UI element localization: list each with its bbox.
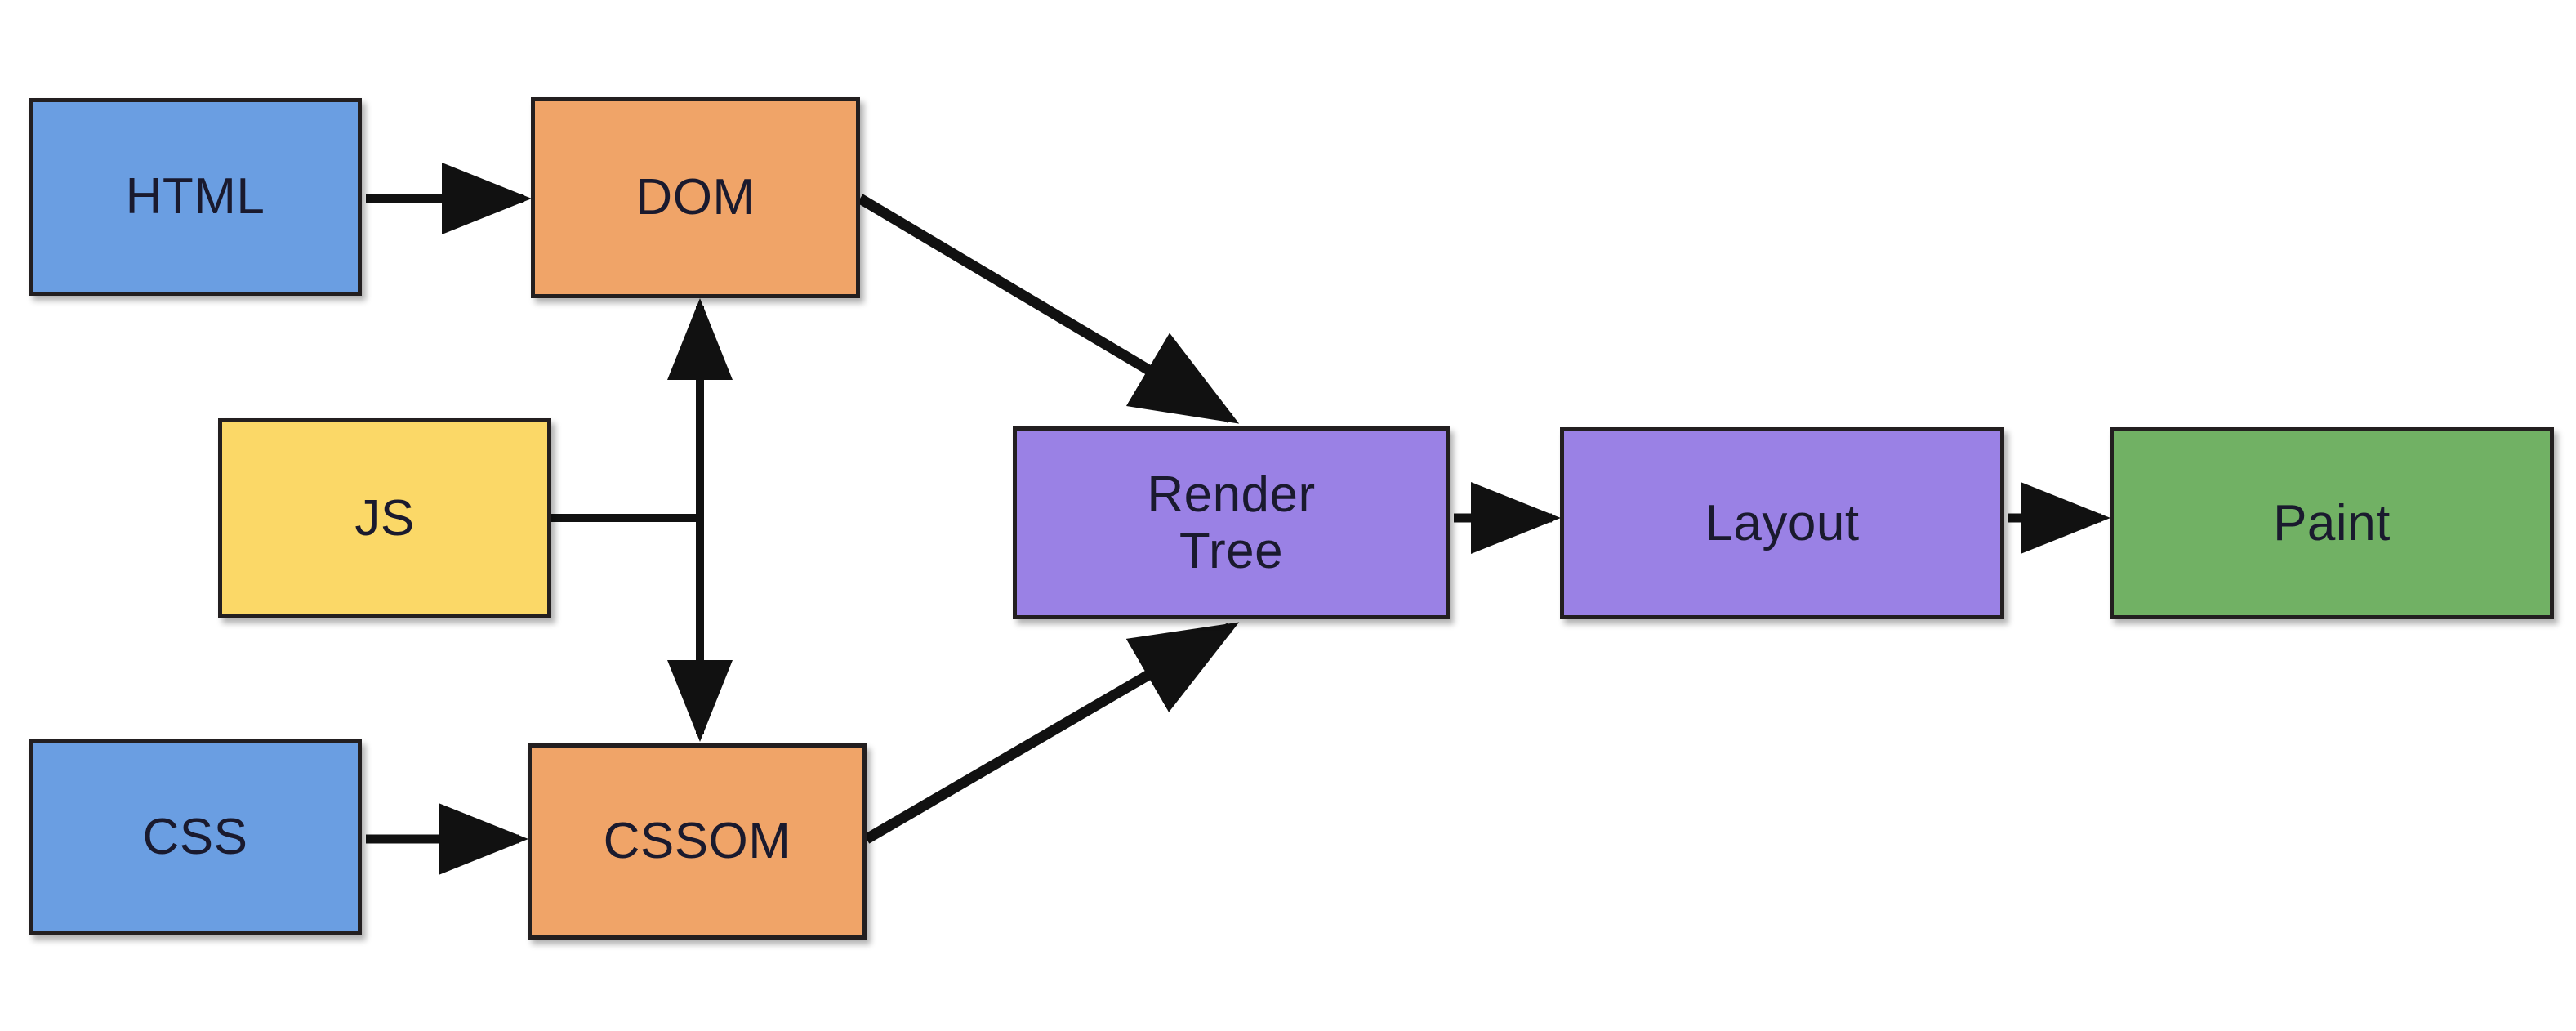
node-js[interactable]: JS	[218, 418, 551, 618]
node-paint[interactable]: Paint	[2110, 427, 2554, 619]
node-css-label: CSS	[142, 809, 248, 866]
node-css[interactable]: CSS	[29, 739, 362, 935]
edge-cssom-to-render-tree	[863, 622, 1240, 844]
node-render-tree[interactable]: Render Tree	[1013, 426, 1450, 619]
node-html[interactable]: HTML	[29, 98, 362, 296]
node-layout-label: Layout	[1705, 494, 1860, 551]
node-cssom-label: CSSOM	[603, 813, 791, 870]
edge-dom-to-render-tree	[857, 194, 1240, 424]
node-dom-label: DOM	[635, 169, 755, 226]
node-js-label: JS	[354, 489, 415, 547]
node-cssom[interactable]: CSSOM	[528, 743, 867, 940]
node-dom[interactable]: DOM	[531, 97, 860, 298]
node-paint-label: Paint	[2273, 494, 2391, 551]
node-render-tree-label: Render Tree	[1147, 466, 1316, 579]
node-html-label: HTML	[125, 168, 265, 225]
node-layout[interactable]: Layout	[1560, 427, 2004, 619]
